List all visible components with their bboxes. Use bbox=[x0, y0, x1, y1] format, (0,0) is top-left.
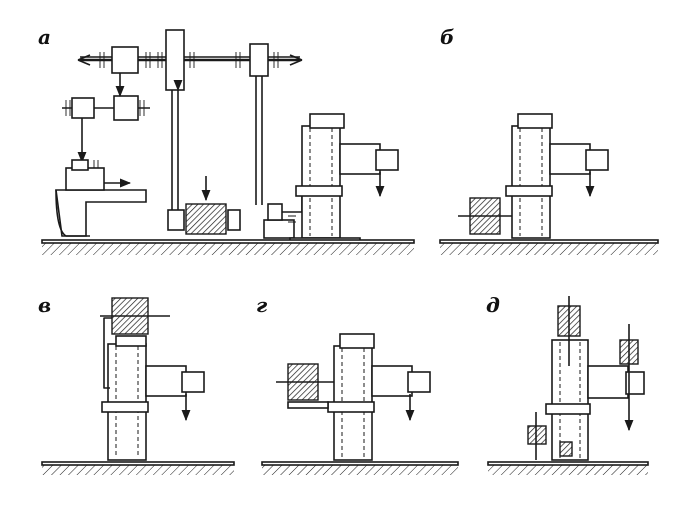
floor-line-d bbox=[487, 461, 649, 466]
panel-g: г bbox=[256, 293, 459, 475]
panel-a-label: а bbox=[38, 25, 51, 49]
top-motor-d bbox=[557, 296, 581, 366]
drill-press-b bbox=[505, 113, 609, 239]
electric-motor-g bbox=[276, 363, 334, 409]
countershaft bbox=[62, 73, 150, 164]
panel-a: а bbox=[38, 25, 415, 255]
shaft-pulley-3 bbox=[249, 43, 269, 77]
panel-v: в bbox=[38, 293, 235, 475]
electric-motor-a bbox=[167, 176, 241, 235]
panel-b-label: б bbox=[440, 25, 454, 49]
floor-line-b bbox=[439, 239, 659, 244]
drill-press-g bbox=[327, 333, 431, 461]
spindle-motor-d bbox=[619, 324, 639, 432]
panel-d-label: д bbox=[486, 293, 500, 317]
floor-line-a bbox=[41, 239, 415, 244]
drill-press-a bbox=[289, 113, 399, 243]
floor-line-g bbox=[261, 461, 459, 466]
panel-d: д bbox=[486, 293, 649, 475]
drill-press-d bbox=[545, 339, 645, 461]
panel-v-label: в bbox=[38, 293, 51, 317]
feed-motor-d bbox=[527, 412, 573, 460]
electric-motor-b bbox=[458, 197, 512, 235]
lathe bbox=[55, 159, 147, 237]
electric-motor-v bbox=[100, 297, 170, 389]
floor-line-v bbox=[41, 461, 235, 466]
panel-g-label: г bbox=[256, 293, 268, 317]
shaft-pulley-1 bbox=[111, 46, 139, 74]
line-shaft bbox=[77, 29, 303, 91]
shaft-pulley-2 bbox=[165, 29, 185, 91]
drill-press-v bbox=[101, 335, 205, 461]
gear-drive bbox=[263, 195, 312, 239]
panel-b: б bbox=[439, 25, 659, 255]
